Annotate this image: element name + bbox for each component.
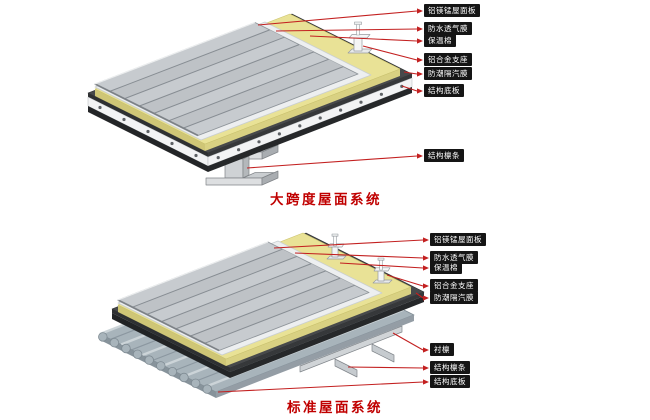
top-diagram-title: 大跨度屋面系统 — [270, 192, 382, 208]
label-chip-insulation: 保温棉 — [424, 34, 456, 47]
structural-purlins — [299, 325, 403, 378]
bottom-diagram-title: 标准屋面系统 — [287, 400, 383, 416]
bottom-leader-lines — [217, 237, 429, 393]
label-chip-purlin: 结构檩条 — [424, 149, 464, 162]
deck-perforations — [98, 84, 404, 160]
top-leader-lines — [246, 8, 423, 169]
label-chip-structural-deck-2: 结构底板 — [430, 375, 470, 388]
corrugation-scallops — [98, 332, 212, 394]
label-chip-insulation-2: 保温棉 — [430, 261, 462, 274]
label-chip-alloy-support-2: 铝合金支座 — [430, 279, 478, 292]
label-chip-roof-panel: 铝镁锰屋面板 — [424, 4, 480, 17]
label-chip-breathable-membrane-2: 防水透气膜 — [430, 251, 478, 264]
label-chip-roof-panel-2: 铝镁锰屋面板 — [430, 233, 486, 246]
label-chip-vapor-barrier: 防潮隔汽膜 — [424, 67, 472, 80]
bottom-assembly — [98, 232, 429, 398]
top-assembly — [87, 8, 423, 186]
roof-panels-2 — [117, 241, 370, 352]
label-chip-vapor-barrier-2: 防潮隔汽膜 — [430, 291, 478, 304]
label-chip-structural-purlin: 结构檩条 — [430, 361, 470, 374]
label-chip-alloy-support: 铝合金支座 — [424, 53, 472, 66]
label-chip-breathable-membrane: 防水透气膜 — [424, 22, 472, 35]
roof-panels — [94, 21, 359, 137]
label-chip-liner-purlin: 衬檩 — [430, 343, 454, 356]
label-chip-structural-deck: 结构底板 — [424, 84, 464, 97]
